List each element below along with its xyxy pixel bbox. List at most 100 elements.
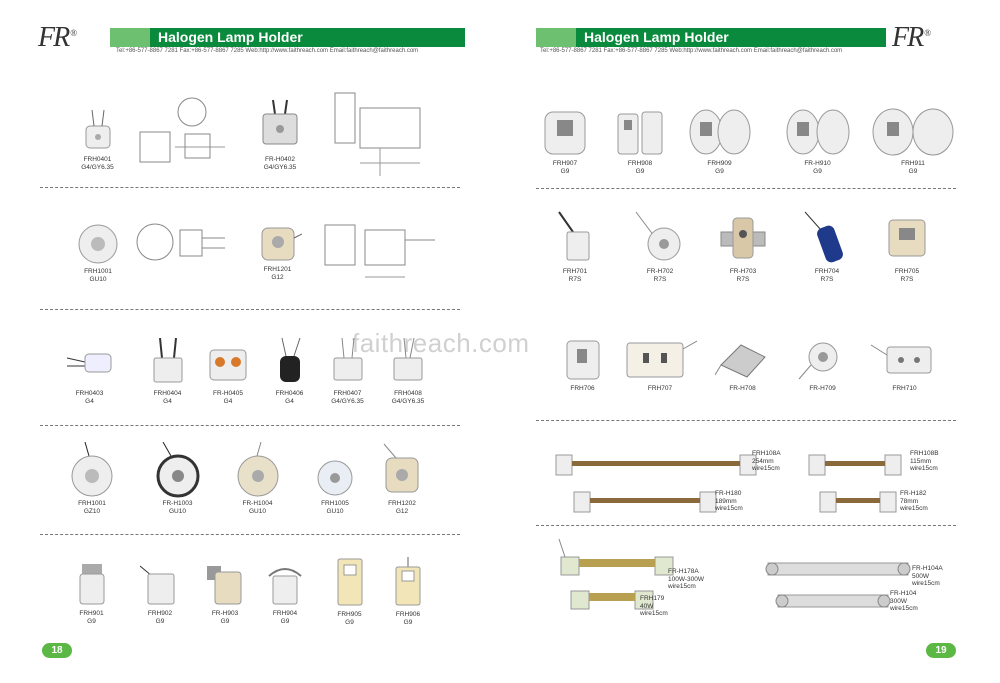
lamp-holder-icon xyxy=(337,558,362,606)
lamp-holder-icon xyxy=(544,111,586,155)
product-code: FR-H708 xyxy=(729,385,756,392)
bar-holder-illustration xyxy=(758,545,918,625)
bar-holder-illustration xyxy=(550,445,760,485)
product-code: FRH0408 xyxy=(394,390,422,397)
lamp-holder-icon xyxy=(66,353,111,373)
product-code: FRH904 xyxy=(272,610,298,617)
lamp-holder-icon xyxy=(804,211,843,263)
divider xyxy=(536,420,956,421)
divider xyxy=(536,188,956,189)
product-item: FRH707 xyxy=(620,335,700,393)
product-type: G4 xyxy=(285,397,294,405)
product-type: G9 xyxy=(908,167,918,175)
lamp-holder-icon xyxy=(79,564,104,605)
lamp-holder-icon xyxy=(279,338,300,382)
bar-holder-illustration xyxy=(570,484,720,518)
lamp-holder-icon xyxy=(262,100,298,145)
dimension-drawing xyxy=(130,92,230,172)
product-code: FR-H910 xyxy=(804,160,831,167)
product-item: FR-H910 G9 xyxy=(780,106,855,175)
lamp-holder-icon xyxy=(317,460,353,496)
product-type: G12 xyxy=(395,507,409,515)
product-item: FRH0408 G4/GY6.35 xyxy=(378,338,438,405)
lamp-holder-icon xyxy=(786,109,849,155)
product-code: FRH705 xyxy=(894,268,920,275)
lamp-holder-icon xyxy=(268,568,302,605)
product-code: FR-H903 xyxy=(211,610,239,617)
lamp-holder-icon xyxy=(626,340,697,378)
product-code: FR-H1003 xyxy=(162,500,193,507)
divider xyxy=(536,525,956,526)
watermark: faithreach.com xyxy=(352,328,530,358)
bar-holder-icon xyxy=(819,491,897,513)
product-item: FR-H703 R7S xyxy=(708,210,778,283)
product-code: FR-H1004 xyxy=(242,500,273,507)
product-type: R7S xyxy=(653,275,667,283)
product-code: FRH1201 xyxy=(263,266,292,273)
product-code: FRH901 xyxy=(79,610,104,617)
header-bar: Halogen Lamp Holder xyxy=(536,28,886,47)
lamp-holder-icon xyxy=(720,217,766,259)
product-item: FRH907 G9 xyxy=(535,106,595,175)
product-code: FRH710 xyxy=(892,385,917,392)
product-type: G4/GY6.35 xyxy=(81,163,114,171)
lamp-holder-icon xyxy=(383,443,419,493)
product-item: FRH906 G9 xyxy=(378,555,438,626)
product-code: FRH907 xyxy=(552,160,578,167)
product-code: FRH902 xyxy=(147,610,173,617)
product-code: FRH0401 xyxy=(83,156,112,163)
bar-holder-icon xyxy=(573,491,717,513)
lamp-holder-icon xyxy=(566,340,599,380)
lamp-holder-icon xyxy=(261,227,302,261)
product-item: FRH0401 G4/GY6.35 xyxy=(70,110,125,171)
product-type: G12 xyxy=(271,273,284,281)
product-item: FRH905 G9 xyxy=(322,555,377,626)
product-type: G9 xyxy=(403,618,413,626)
product-item: FRH0406 G4 xyxy=(262,338,317,405)
product-item: FR-H0405 G4 xyxy=(198,338,258,405)
product-code: FRH906 xyxy=(395,611,421,618)
product-type: GU10 xyxy=(169,507,186,515)
product-type: G9 xyxy=(280,617,290,625)
lamp-holder-icon xyxy=(85,110,110,149)
product-code: FRH0403 xyxy=(75,390,104,397)
product-code: FR-H702 xyxy=(646,268,674,275)
page-number: 19 xyxy=(926,643,956,658)
lamp-holder-icon xyxy=(617,111,663,155)
product-type: G4 xyxy=(85,397,94,405)
product-type: R7S xyxy=(736,275,750,283)
lamp-holder-icon xyxy=(237,442,278,497)
left-page: FR® Halogen Lamp Holder Tel:+86-577-8867… xyxy=(38,22,465,658)
technical-drawing-icon xyxy=(139,97,225,163)
product-type: GZ10 xyxy=(83,507,101,515)
brand-logo: FR® xyxy=(38,22,77,53)
divider xyxy=(40,187,460,188)
product-code: FR-H709 xyxy=(809,385,836,392)
product-type: G9 xyxy=(813,167,822,175)
technical-drawing-icon xyxy=(324,224,435,278)
product-code: FRH1005 xyxy=(321,500,349,507)
lamp-holder-icon xyxy=(78,224,118,264)
lamp-holder-icon xyxy=(333,338,362,381)
product-code: FRH905 xyxy=(337,611,362,618)
product-item: FRH908 G9 xyxy=(610,106,670,175)
product-code: FR-H0405 xyxy=(213,390,243,397)
product-item: FR-H1004 GU10 xyxy=(225,442,290,515)
technical-drawing-icon xyxy=(334,92,421,176)
product-item: FRH1201 G12 xyxy=(245,220,310,281)
product-type: G9 xyxy=(220,617,230,625)
bar-holder-illustration xyxy=(805,445,905,485)
product-code: FRH909 xyxy=(707,160,732,167)
product-type: G9 xyxy=(635,167,645,175)
product-type: G9 xyxy=(560,167,570,175)
product-code: FRH706 xyxy=(570,385,595,392)
product-item: FRH909 G9 xyxy=(682,106,757,175)
product-code: FR-H0402 xyxy=(265,156,295,163)
product-type: GU10 xyxy=(249,507,266,515)
lamp-holder-icon xyxy=(798,342,837,380)
dimension-drawing xyxy=(130,212,230,274)
product-item: FRH1001 GU10 xyxy=(68,222,128,283)
